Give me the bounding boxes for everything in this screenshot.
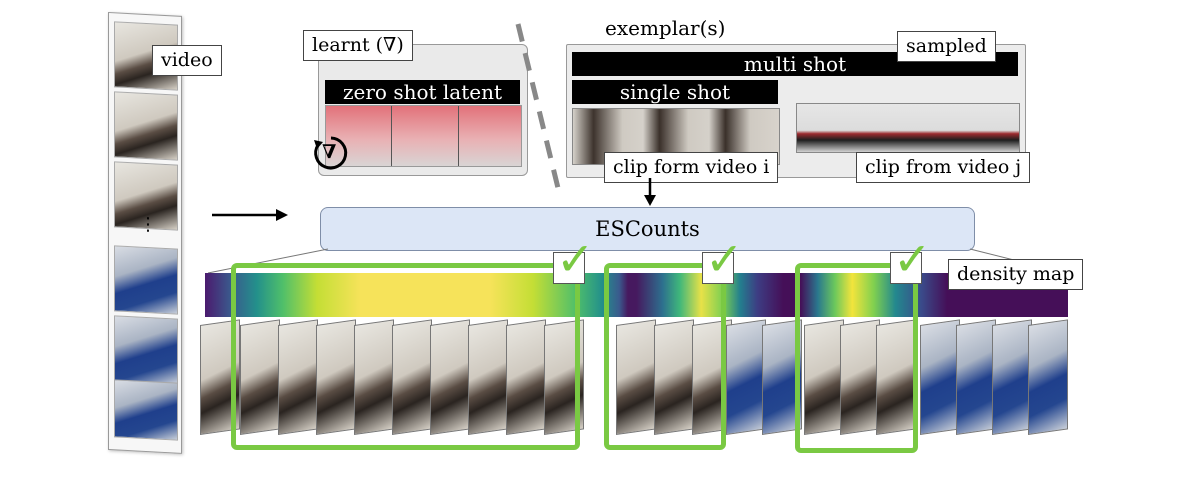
- sampled-label: sampled: [897, 31, 996, 62]
- check-box-3: [890, 252, 922, 284]
- input-video-strip: ⋮: [108, 12, 182, 454]
- video-frame: [114, 315, 178, 385]
- check-box-1: [553, 252, 585, 284]
- density-map-label: density map: [948, 259, 1084, 290]
- check-box-2: [702, 252, 734, 284]
- check-icon: ✓: [705, 232, 744, 286]
- escounts-model-box: ESCounts: [320, 207, 975, 251]
- rotate-nabla-icon: ∇: [312, 134, 350, 172]
- zero-shot-latent: [325, 105, 522, 167]
- arrow-down-icon: [644, 178, 656, 206]
- video-label: video: [152, 45, 222, 76]
- clip-video-i-label: clip form video i: [604, 152, 779, 183]
- video-frame: [114, 379, 178, 441]
- check-icon: ✓: [556, 232, 595, 286]
- zero-shot-latent-bar: zero shot latent: [325, 80, 520, 104]
- video-frame: [1028, 319, 1068, 435]
- single-shot-bar: single shot: [572, 80, 778, 104]
- video-frame: [114, 245, 178, 315]
- video-frame: [920, 319, 960, 435]
- highlight-box-2: [604, 263, 726, 450]
- clip-video-j-label: clip from video j: [856, 152, 1031, 183]
- separator-dashed: [515, 23, 561, 189]
- video-frame: [114, 91, 178, 161]
- exemplars-title: exemplar(s): [605, 16, 726, 40]
- density-map: [205, 273, 1068, 317]
- exemplar-clip-video-j: [796, 103, 1020, 153]
- arrow-right-icon: [212, 209, 288, 221]
- video-frame: [956, 319, 996, 435]
- highlight-box-1: [231, 263, 580, 450]
- highlight-box-3: [795, 263, 918, 453]
- video-frame: [726, 319, 766, 435]
- check-icon: ✓: [893, 232, 932, 286]
- learnt-label: learnt (∇): [303, 30, 413, 61]
- video-frame: [992, 319, 1032, 435]
- ellipsis: ⋮: [139, 213, 157, 236]
- nabla-symbol: ∇: [322, 141, 337, 163]
